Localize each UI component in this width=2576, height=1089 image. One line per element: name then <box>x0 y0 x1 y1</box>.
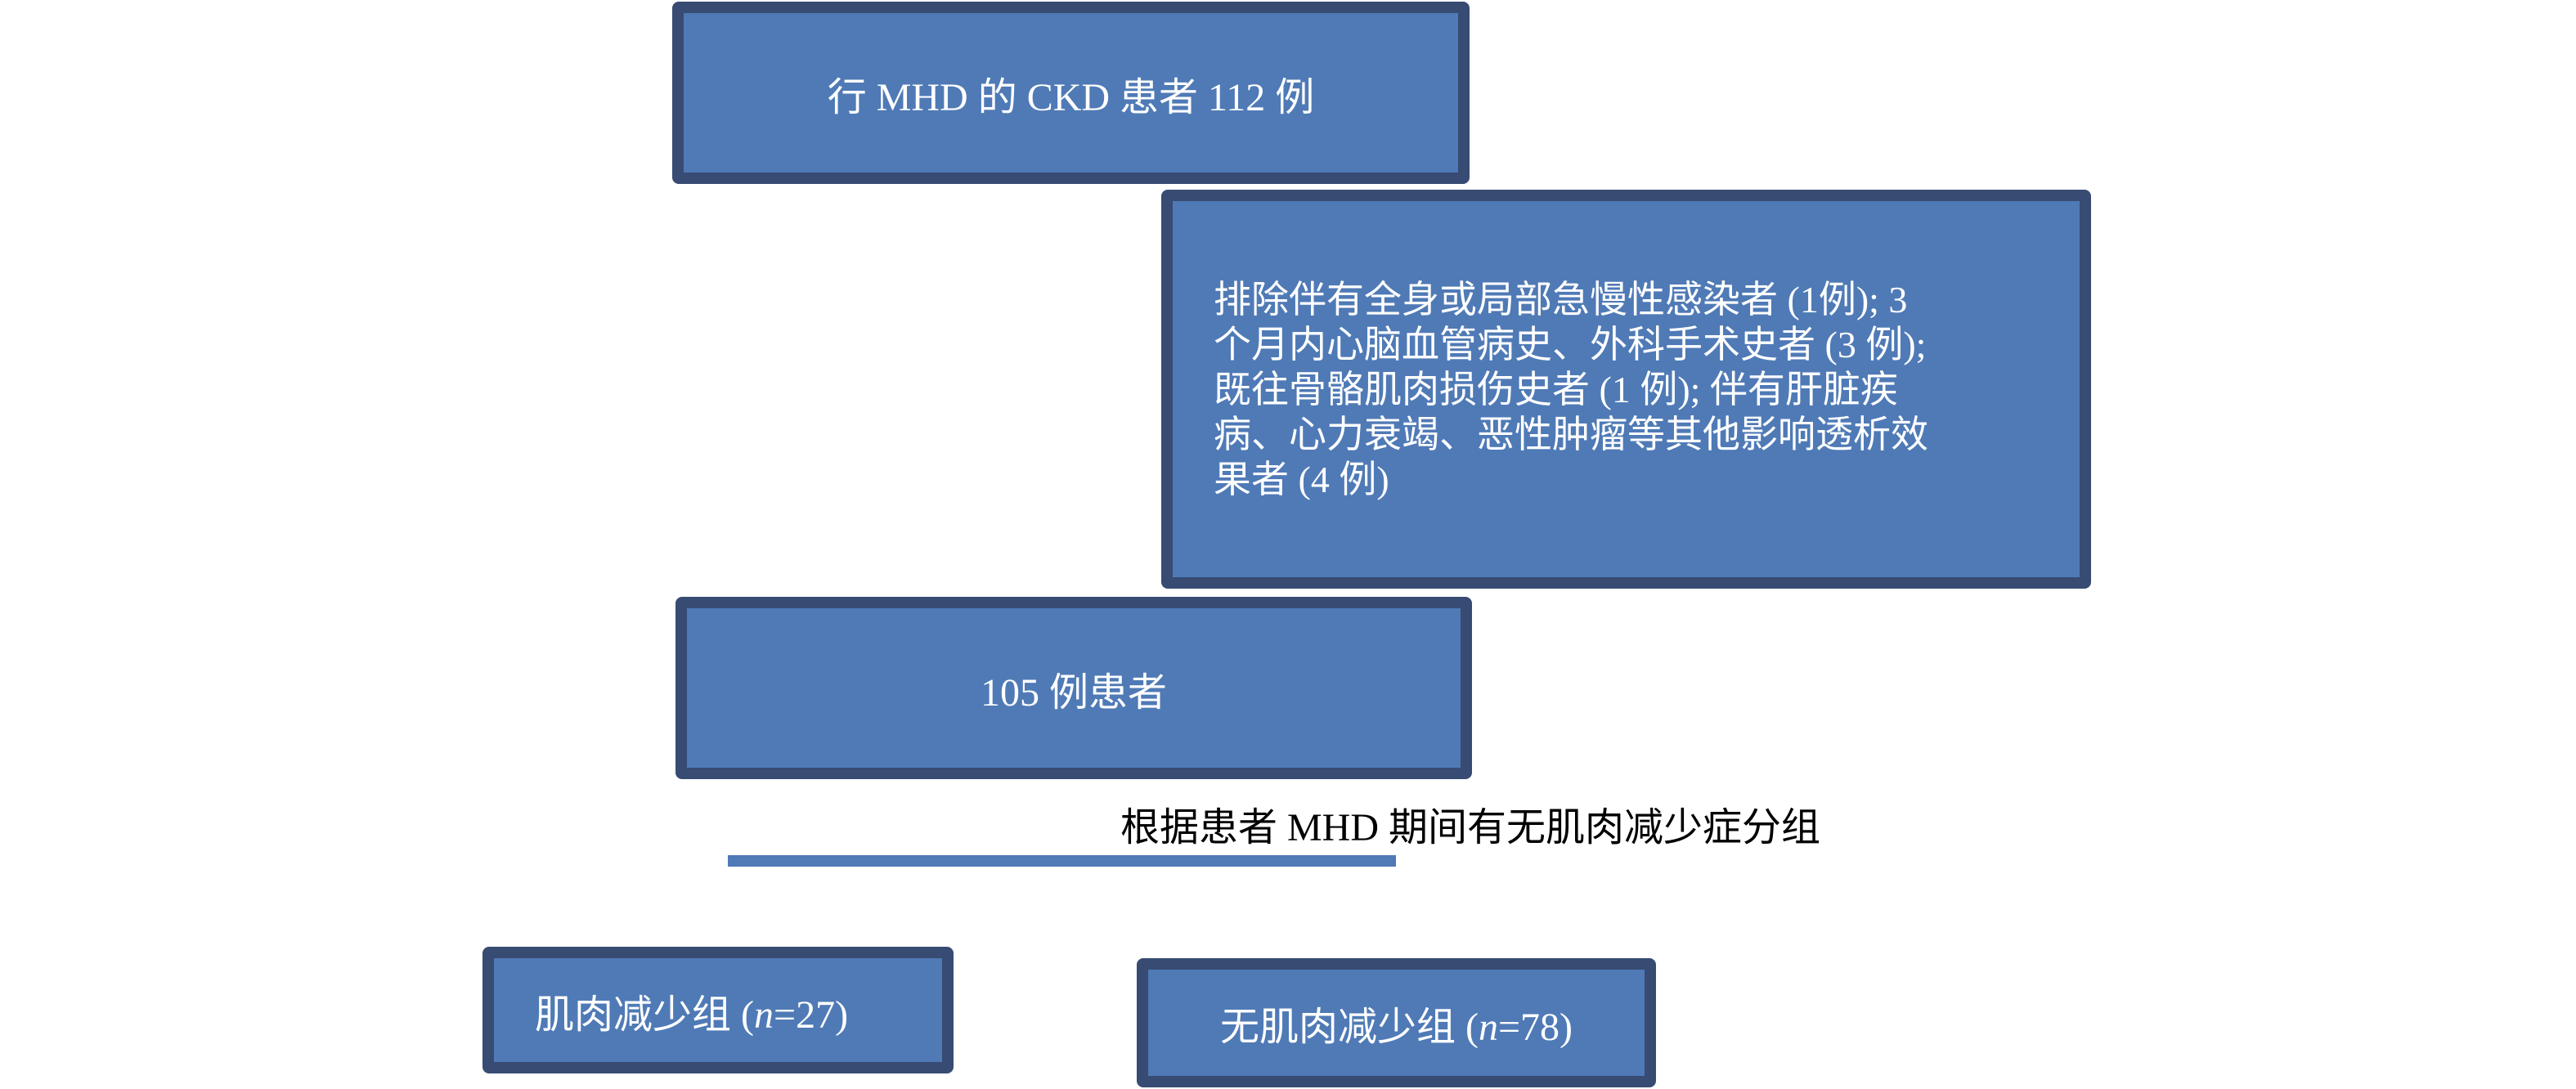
sarcopenia-n: n <box>754 993 774 1037</box>
non-sarcopenia-group-box: 无肌肉减少组 (n=78) <box>1137 958 1656 1087</box>
included-text: 105 例患者 <box>980 670 1167 715</box>
non-sarcopenia-name: 无肌肉减少组 ( <box>1219 1006 1479 1049</box>
exclusion-text: 排除伴有全身或局部急慢性感染者 (1例); 3 个月内心脑血管病史、外科手术史者… <box>1214 278 1928 500</box>
sarcopenia-group-box: 肌肉减少组 (n=27) <box>482 947 954 1073</box>
enrolled-text: 行 MHD 的 CKD 患者 112 例 <box>827 75 1315 119</box>
sarcopenia-count: =27) <box>774 993 849 1037</box>
included-patients-box: 105 例患者 <box>675 597 1472 779</box>
grouping-divider-line <box>728 855 1396 867</box>
non-sarcopenia-count: =78) <box>1497 1006 1573 1049</box>
non-sarcopenia-group-label: 无肌肉减少组 (n=78) <box>1220 994 1573 1051</box>
sarcopenia-name: 肌肉减少组 ( <box>535 993 754 1037</box>
enrolled-patients-box: 行 MHD 的 CKD 患者 112 例 <box>672 2 1470 184</box>
grouping-label: 根据患者 MHD 期间有无肌肉减少症分组 <box>1120 806 1821 849</box>
exclusion-box: 排除伴有全身或局部急慢性感染者 (1例); 3 个月内心脑血管病史、外科手术史者… <box>1161 190 2091 589</box>
sarcopenia-group-label: 肌肉减少组 (n=27) <box>535 982 848 1039</box>
non-sarcopenia-n: n <box>1478 1006 1498 1049</box>
